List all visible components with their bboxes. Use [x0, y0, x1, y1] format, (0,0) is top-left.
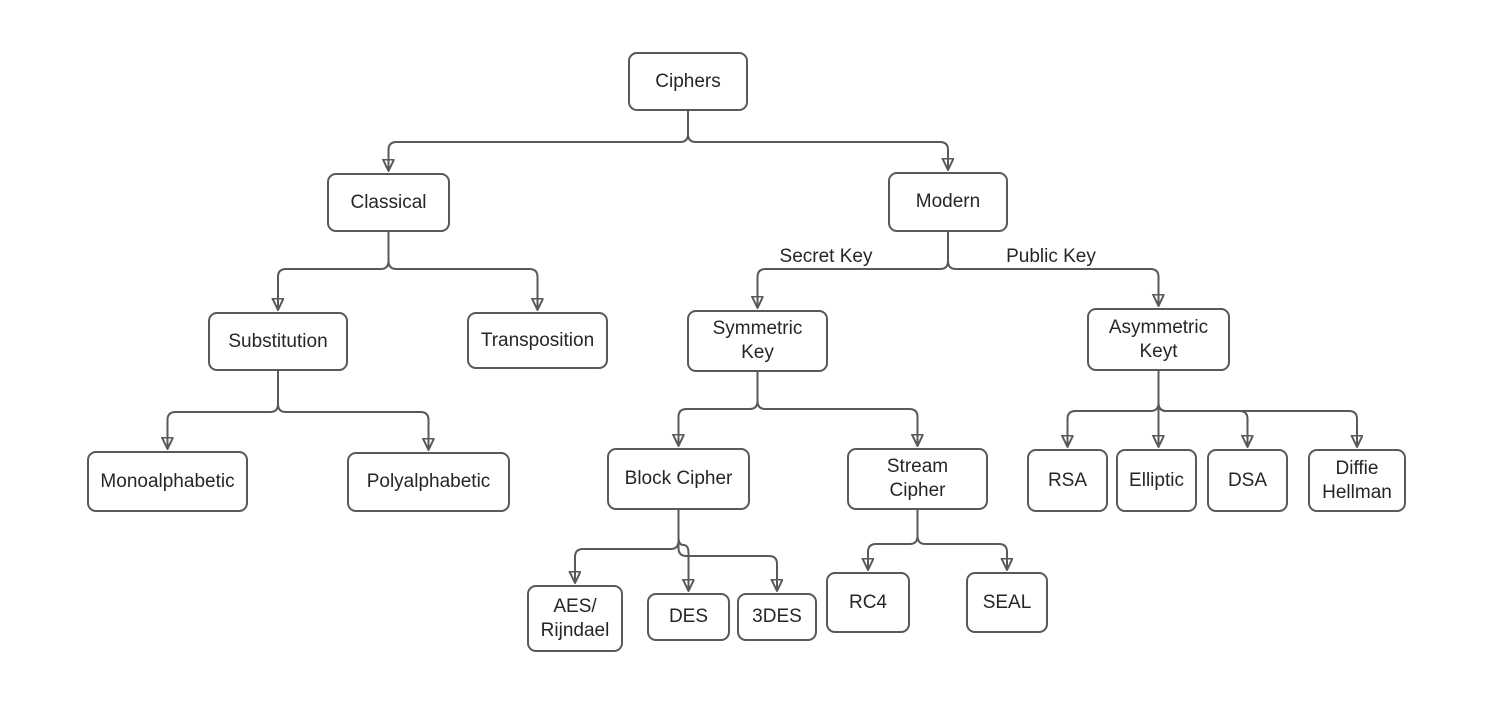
node-substitution: Substitution [208, 312, 348, 371]
node-classical: Classical [327, 173, 450, 232]
node-rsa: RSA [1027, 449, 1108, 512]
edge-symmetric-key-stream-cipher [756, 371, 918, 445]
edge-modern-asymmetric-keyt [947, 231, 1159, 305]
edge-block-cipher-3des [677, 509, 778, 590]
node-3des: 3DES [737, 593, 817, 641]
edge-stream-cipher-seal [916, 509, 1008, 569]
edge-substitution-polyalphabetic [277, 370, 429, 449]
node-stream-cipher: Stream Cipher [847, 448, 988, 510]
edge-asymmetric-keyt-diffie-hellman [1157, 370, 1358, 446]
edge-stream-cipher-rc4 [868, 509, 919, 569]
edge-classical-transposition [387, 231, 538, 309]
node-aes-rijndael: AES/ Rijndael [527, 585, 623, 652]
node-monoalphabetic: Monoalphabetic [87, 451, 248, 512]
edge-classical-substitution [278, 231, 390, 309]
node-dsa: DSA [1207, 449, 1288, 512]
edge-modern-symmetric-key [758, 231, 949, 307]
edge-label-public-key: Public Key [1004, 246, 1098, 268]
node-symmetric-key: Symmetric Key [687, 310, 828, 372]
edge-block-cipher-aes-rijndael [575, 509, 680, 582]
node-elliptic: Elliptic [1116, 449, 1197, 512]
node-asymmetric-keyt: Asymmetric Keyt [1087, 308, 1230, 371]
edge-ciphers-classical [389, 110, 689, 170]
node-seal: SEAL [966, 572, 1048, 633]
node-ciphers: Ciphers [628, 52, 748, 111]
edge-asymmetric-keyt-rsa [1068, 370, 1160, 446]
edge-substitution-monoalphabetic [168, 370, 279, 448]
node-diffie-hellman: Diffie Hellman [1308, 449, 1406, 512]
node-modern: Modern [888, 172, 1008, 232]
edge-block-cipher-des [677, 509, 689, 590]
edge-asymmetric-keyt-dsa [1157, 370, 1248, 446]
edge-symmetric-key-block-cipher [679, 371, 759, 445]
node-block-cipher: Block Cipher [607, 448, 750, 510]
node-transposition: Transposition [467, 312, 608, 369]
edge-ciphers-modern [687, 110, 948, 169]
edge-label-secret-key: Secret Key [777, 246, 875, 268]
node-polyalphabetic: Polyalphabetic [347, 452, 510, 512]
node-rc4: RC4 [826, 572, 910, 633]
node-des: DES [647, 593, 730, 641]
